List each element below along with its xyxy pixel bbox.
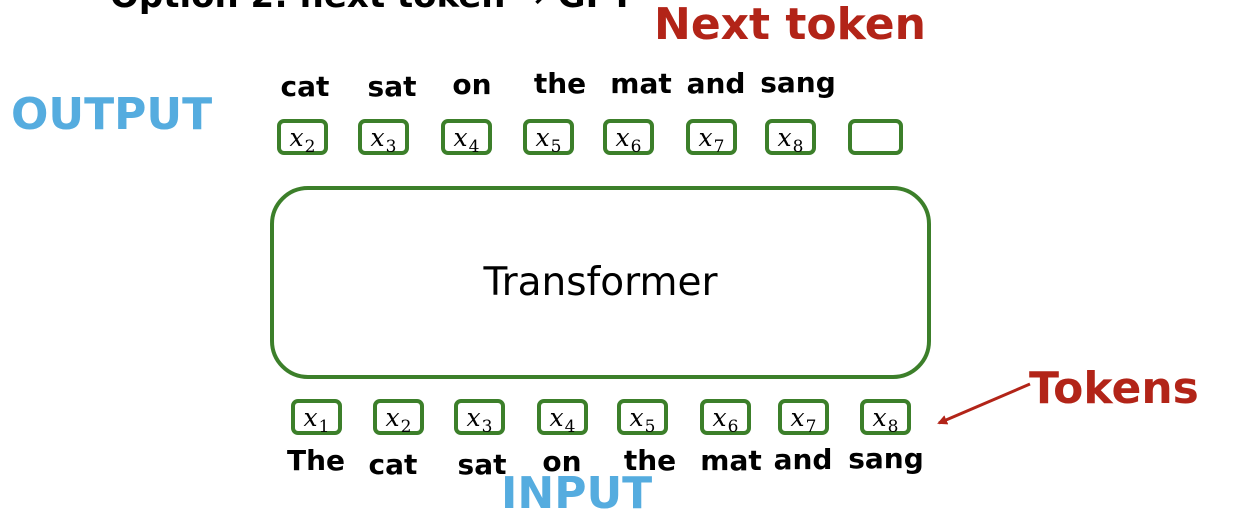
token-variable: x1 (303, 402, 330, 437)
input-token-box: x1 (291, 399, 342, 435)
output-token-box-empty (848, 119, 903, 155)
tokens-label: Tokens (1029, 363, 1199, 414)
input-word: sat (457, 448, 507, 481)
token-variable: x7 (698, 122, 725, 157)
output-token-box: x7 (686, 119, 737, 155)
token-variable: x8 (777, 122, 804, 157)
cut-off-title: Option 2: next token → GPT (110, 0, 634, 16)
output-label: OUTPUT (11, 89, 213, 140)
input-token-box: x7 (778, 399, 829, 435)
output-word: sang (760, 66, 836, 99)
token-variable: x4 (549, 402, 576, 437)
transformer-block: Transformer (270, 186, 931, 379)
input-token-box: x2 (373, 399, 424, 435)
input-word: The (286, 444, 346, 477)
output-token-box: x8 (765, 119, 816, 155)
next-token-label: Next token (654, 0, 926, 50)
token-variable: x6 (712, 402, 739, 437)
output-word: on (452, 68, 492, 101)
token-variable (875, 125, 876, 150)
input-label: INPUT (501, 468, 653, 519)
token-variable: x3 (370, 122, 397, 157)
input-word: on (542, 445, 582, 478)
token-variable: x5 (535, 122, 562, 157)
input-word: mat (700, 444, 762, 477)
output-token-box: x5 (523, 119, 574, 155)
output-word: the (533, 67, 587, 100)
output-token-box: x3 (358, 119, 409, 155)
input-token-box: x3 (454, 399, 505, 435)
input-token-box: x5 (617, 399, 668, 435)
token-variable: x5 (629, 402, 656, 437)
tokens-arrow-line (937, 382, 1031, 425)
output-token-box: x6 (603, 119, 654, 155)
input-token-box: x8 (860, 399, 911, 435)
input-word: the (623, 444, 677, 477)
token-variable: x7 (790, 402, 817, 437)
input-word: and (773, 443, 833, 476)
token-variable: x3 (466, 402, 493, 437)
token-variable: x8 (872, 402, 899, 437)
output-word: mat (610, 67, 672, 100)
token-variable: x4 (453, 122, 480, 157)
input-word: sang (848, 442, 924, 475)
output-word: sat (367, 70, 417, 103)
input-word: cat (368, 448, 418, 481)
token-variable: x2 (289, 122, 316, 157)
output-token-box: x2 (277, 119, 328, 155)
output-word: and (686, 67, 746, 100)
token-variable: x6 (615, 122, 642, 157)
transformer-label: Transformer (483, 260, 718, 305)
output-word: cat (280, 70, 330, 103)
token-variable: x2 (385, 402, 412, 437)
input-token-box: x6 (700, 399, 751, 435)
output-token-box: x4 (441, 119, 492, 155)
input-token-box: x4 (537, 399, 588, 435)
